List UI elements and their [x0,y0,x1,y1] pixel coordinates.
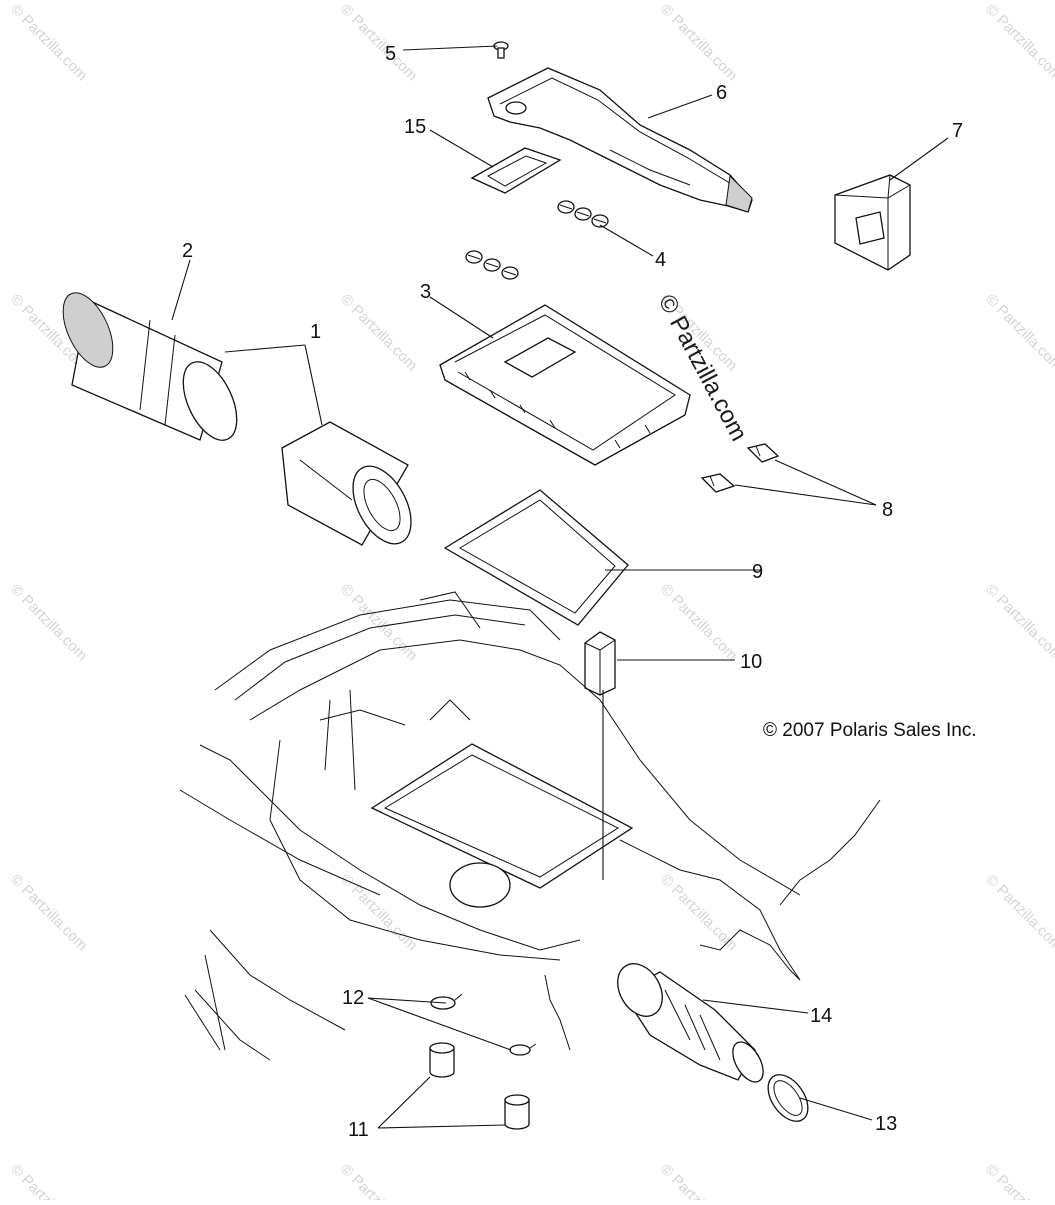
callout-labels: 5 6 15 7 4 3 2 1 8 9 10 12 14 11 13 [182,43,963,1141]
foam-piece-part [584,631,616,696]
callout-14: 14 [810,1005,832,1027]
callout-1: 1 [310,321,321,343]
foam-block-part [834,174,911,271]
copyright-notice: © 2007 Polaris Sales Inc. [763,720,977,741]
outer-filter-part [62,292,238,441]
watermark-tile: © Partzilla.com [337,1,420,84]
airbox-lid-part [439,304,691,466]
watermark-tile: © Partzilla.com [7,581,90,664]
watermark-tile: © Partzilla.com [982,871,1055,954]
bushings-part [429,1042,530,1130]
callout-13: 13 [875,1113,897,1135]
seal-frame-part [443,489,629,626]
watermark-tile: © Partzilla.com [982,1,1055,84]
callout-8: 8 [882,499,893,521]
airbox-base-part [179,591,881,1061]
callout-2: 2 [182,240,193,262]
watermark-tile: © Partzilla.com [7,871,90,954]
callout-10: 10 [740,651,762,673]
inner-filter-part [281,421,412,546]
watermark-tile: © Partzilla.com [337,1161,420,1200]
callout-6: 6 [716,82,727,104]
watermark-tile: © Partzilla.com [982,1161,1055,1200]
air-duct-part [487,67,753,213]
leader-lines [171,45,949,1129]
callout-3: 3 [420,281,431,303]
watermark-tile: © Partzilla.com [657,1,740,84]
callout-11: 11 [348,1119,369,1141]
grommets-part [465,200,609,280]
callout-12: 12 [342,987,364,1009]
callout-15: 15 [404,116,426,138]
watermark-tile: © Partzilla.com [982,291,1055,374]
watermark-tile: © Partzilla.com [982,581,1055,664]
spring-clips-part [430,993,537,1056]
gasket-part [470,147,562,194]
intake-boot-part [617,963,764,1083]
watermark-tile: © Partzilla.com [7,1,90,84]
watermark-tile: © Partzilla.com [337,291,420,374]
callout-5: 5 [385,43,396,65]
clamp-part [767,1074,809,1122]
watermark-tile: © Partzilla.com [657,581,740,664]
callout-7: 7 [952,120,963,142]
watermark-tile: © Partzilla.com [337,871,420,954]
callout-9: 9 [752,561,763,583]
callout-4: 4 [655,249,666,271]
watermark-tile: © Partzilla.com [7,1161,90,1200]
clips-part [700,443,780,493]
watermark-tile: © Partzilla.com [657,1161,740,1200]
screw-part [493,41,509,59]
